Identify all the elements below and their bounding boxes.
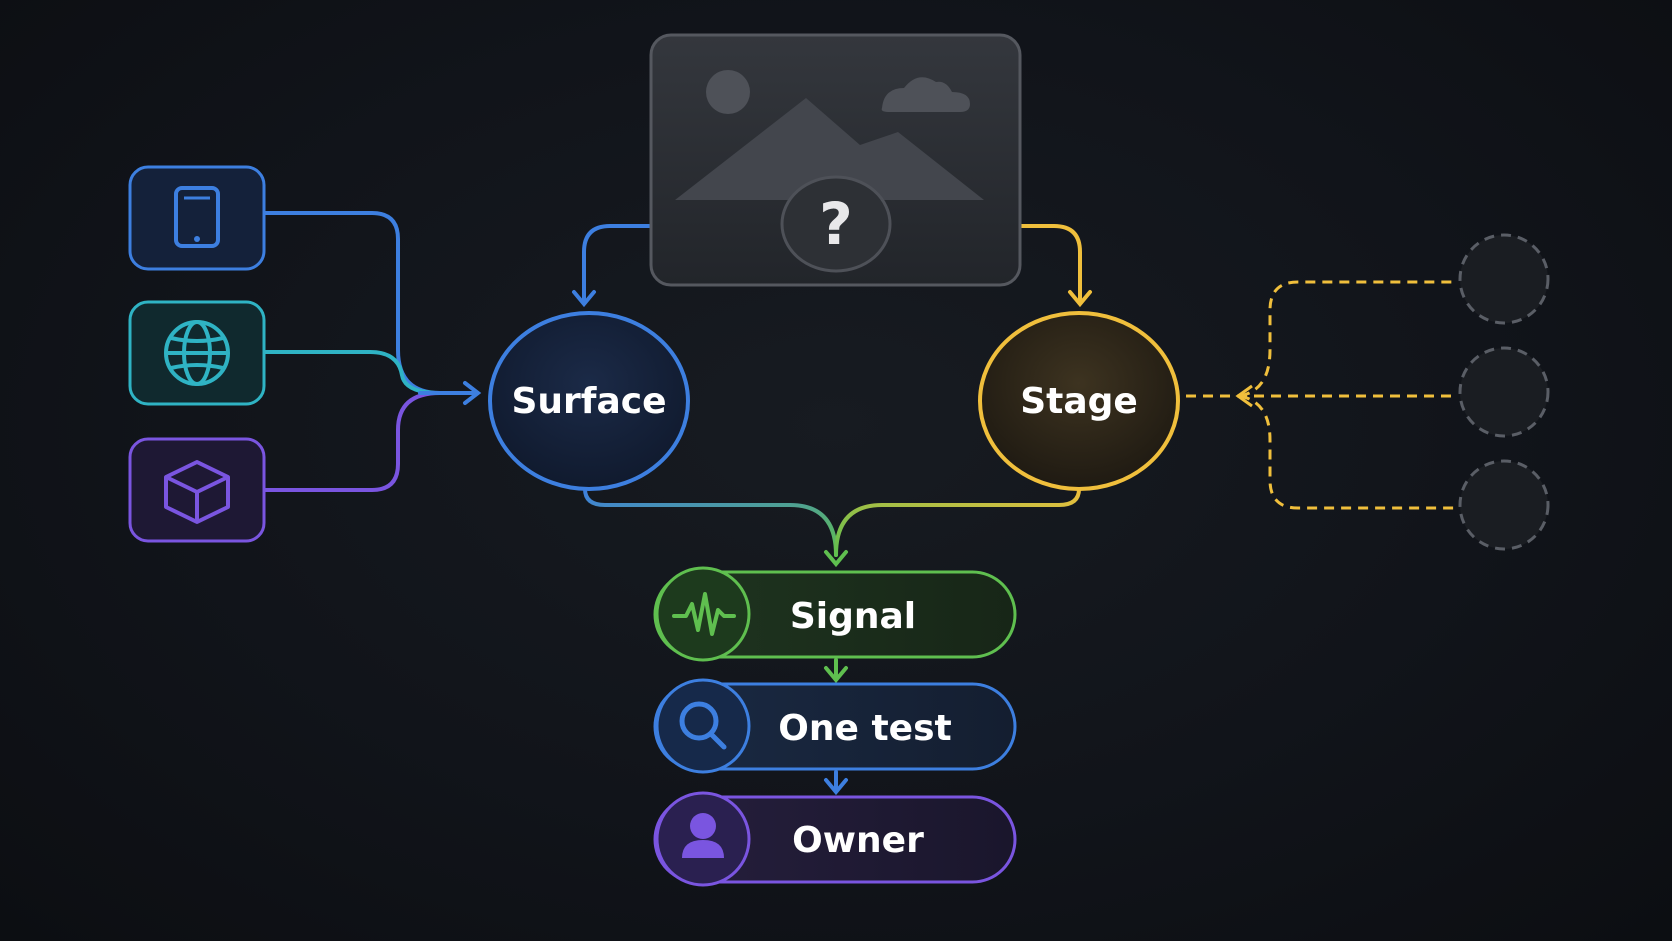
- stage-fork-arrowhead: [1235, 384, 1253, 408]
- pipeline-signal[interactable]: Signal: [653, 566, 1017, 662]
- cube-icon: [164, 460, 230, 524]
- stage-dashed-connectors: [1186, 280, 1458, 510]
- owner-label: Owner: [792, 820, 924, 861]
- pipeline-arrow-2: [824, 770, 848, 796]
- surface-arrowhead: [463, 381, 482, 405]
- dashed-branch-bottom: [1239, 394, 1458, 510]
- connector-surface-to-signal: [583, 487, 838, 557]
- pipeline-one-test[interactable]: One test: [653, 678, 1017, 774]
- future-slot-top: [1458, 233, 1550, 325]
- globe-icon: [164, 320, 230, 386]
- future-slot-middle: [1458, 346, 1550, 438]
- pipeline-arrow-1: [824, 658, 848, 684]
- connector-globe-to-surface: [263, 350, 442, 395]
- stage-label: Stage: [1020, 381, 1138, 422]
- waveform-icon: [672, 592, 736, 636]
- pipeline-owner[interactable]: Owner: [653, 791, 1017, 887]
- one-test-label: One test: [778, 708, 951, 749]
- connector-card-to-surface: [572, 224, 652, 308]
- connector-tablet-to-surface: [263, 211, 442, 395]
- signal-label: Signal: [790, 596, 916, 637]
- connector-stage-to-signal: [834, 487, 1081, 557]
- input-connectors: [263, 211, 482, 492]
- search-icon: [679, 701, 727, 750]
- question-badge: ?: [780, 175, 892, 273]
- dashed-branch-top: [1239, 280, 1458, 398]
- input-cube-card[interactable]: [128, 437, 266, 543]
- user-icon: [682, 813, 724, 858]
- input-globe-card[interactable]: [128, 300, 266, 406]
- merge-connectors: [583, 487, 1081, 568]
- input-tablet-card[interactable]: [128, 165, 266, 271]
- future-slot-bottom: [1458, 459, 1550, 551]
- image-placeholder-card[interactable]: ?: [649, 33, 1022, 287]
- surface-label: Surface: [511, 381, 666, 422]
- tablet-icon: [174, 186, 220, 248]
- signal-arrowhead: [824, 550, 848, 568]
- question-mark: ?: [819, 190, 853, 258]
- image-placeholder-icon: [675, 70, 984, 200]
- surface-node[interactable]: Surface: [488, 311, 690, 491]
- connector-card-to-stage: [1018, 224, 1092, 308]
- connector-cube-to-surface: [263, 391, 442, 492]
- stage-node[interactable]: Stage: [978, 311, 1180, 491]
